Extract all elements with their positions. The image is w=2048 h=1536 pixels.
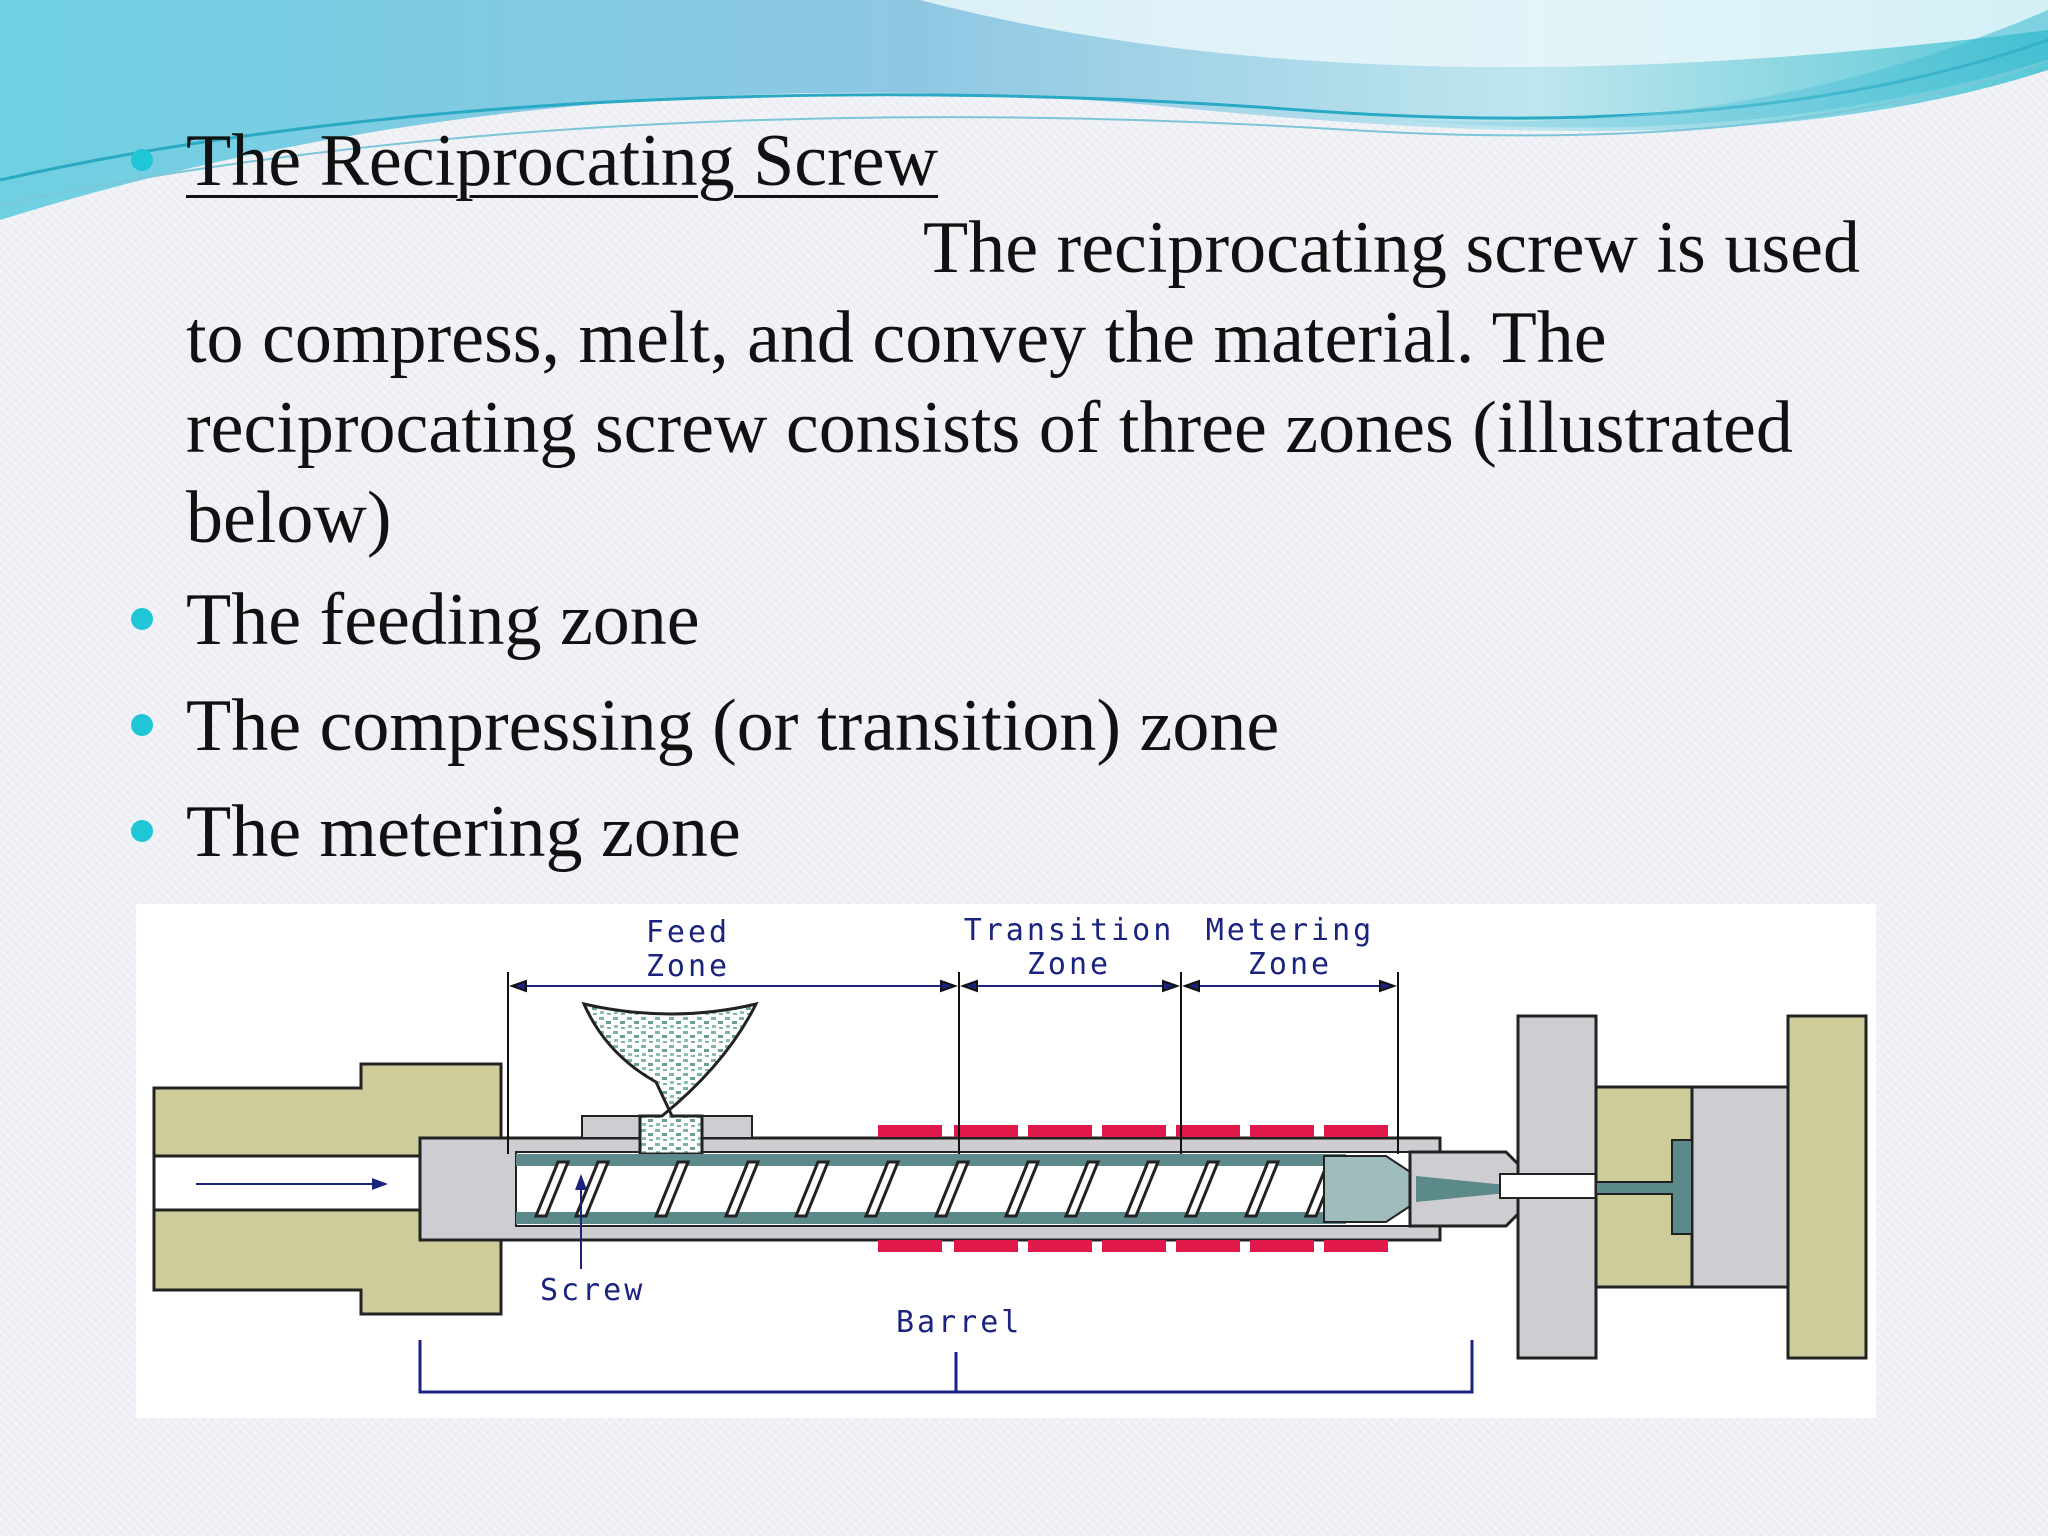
label-metering-zone-2: Zone xyxy=(1248,947,1332,982)
intro-line-4: below) xyxy=(186,477,392,559)
zone-dimension-lines xyxy=(507,972,1399,1154)
mold-half-b xyxy=(1690,1085,1790,1289)
bullet-feeding-zone: The feeding zone xyxy=(186,579,700,661)
hopper xyxy=(581,1001,759,1156)
screw-channel-top xyxy=(516,1154,1346,1166)
bullet-metering-zone: The metering zone xyxy=(186,791,741,873)
bullet-compressing-zone: The compressing (or transition) zone xyxy=(186,685,1280,767)
diagram-svg: Feed Zone Transition Zone Metering Zone … xyxy=(152,913,1868,1394)
slide-title: The Reciprocating Screw xyxy=(186,120,939,202)
label-metering-zone-1: Metering xyxy=(1206,913,1375,948)
label-feed-zone-1: Feed xyxy=(646,915,730,950)
bullet-list: The Reciprocating Screw The reciprocatin… xyxy=(131,120,1860,873)
label-feed-zone-2: Zone xyxy=(646,949,730,984)
bullet-marker xyxy=(131,714,153,736)
screw-channel-bottom xyxy=(516,1212,1346,1224)
label-screw: Screw xyxy=(540,1273,645,1308)
intro-line-3: reciprocating screw consists of three zo… xyxy=(186,387,1793,469)
decorative-wave-header xyxy=(0,0,2048,220)
reciprocating-screw-diagram: Feed Zone Transition Zone Metering Zone … xyxy=(136,904,1876,1418)
moving-platen xyxy=(1786,1014,1868,1360)
bullet-marker xyxy=(131,608,153,630)
barrel-bracket xyxy=(418,1340,1474,1394)
heater-bands xyxy=(878,1125,1388,1252)
intro-line-1: The reciprocating screw is used xyxy=(923,207,1860,289)
bullet-marker xyxy=(131,820,153,842)
label-transition-zone-1: Transition xyxy=(964,913,1175,948)
intro-line-2: to compress, melt, and convey the materi… xyxy=(186,297,1607,379)
sprue-runner xyxy=(1595,1139,1693,1235)
label-transition-zone-2: Zone xyxy=(1027,947,1111,982)
label-barrel: Barrel xyxy=(896,1305,1022,1340)
bullet-marker xyxy=(131,149,153,171)
sprue-bushing xyxy=(1499,1173,1599,1199)
